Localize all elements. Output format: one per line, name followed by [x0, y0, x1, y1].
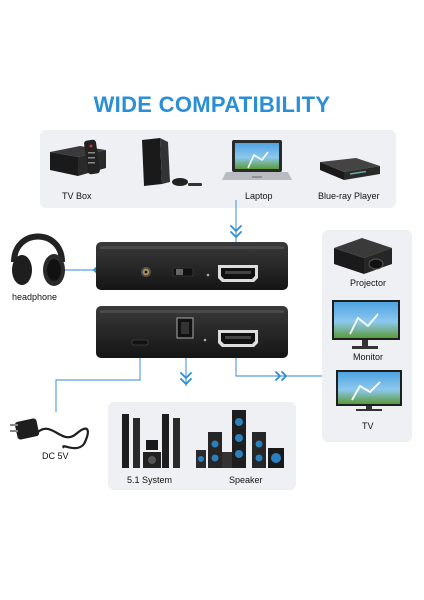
projector-icon: [334, 238, 392, 274]
surround-system-icon: [122, 414, 180, 468]
source-label-tv-box: TV Box: [62, 191, 92, 201]
power-line: [55, 352, 141, 412]
hdmi-switch-input-unit: [96, 242, 288, 290]
tv-icon: [336, 370, 402, 411]
source-label-bluray: Blue-ray Player: [318, 191, 380, 201]
hdmi-input-port-icon: [218, 265, 258, 282]
audio-jack-icon: [141, 267, 151, 277]
led-icon: [206, 273, 210, 277]
monitor-icon: [332, 300, 400, 349]
bluray-player-icon: [320, 158, 380, 180]
power-label: DC 5V: [42, 451, 69, 461]
hdmi-output-port-icon: [218, 330, 258, 347]
output-label-projector: Projector: [350, 278, 387, 288]
laptop-icon: [222, 140, 292, 180]
down-arrow-icon: [230, 225, 242, 239]
power-adapter-icon: [10, 418, 89, 450]
usb-power-port-icon: [131, 339, 149, 346]
game-console-icon: [142, 138, 202, 186]
output-label-monitor: Monitor: [353, 352, 384, 362]
headphone-icon: [11, 233, 65, 286]
source-label-laptop: Laptop: [245, 191, 273, 201]
headphone-label: headphone: [12, 292, 58, 302]
led-icon: [203, 338, 207, 342]
right-arrow-icon: [275, 371, 288, 381]
down-arrow-icon: [180, 372, 192, 386]
page-title: WIDE COMPATIBILITY: [93, 92, 331, 117]
optical-port-icon: [176, 317, 194, 339]
toggle-switch-icon: [172, 267, 194, 277]
tv-box-icon: [50, 139, 106, 176]
audio-label-5-1-system: 5.1 System: [127, 475, 173, 485]
output-label-tv: TV: [362, 421, 374, 431]
speaker-icon: [196, 410, 284, 468]
hdmi-switch-output-unit: [96, 306, 288, 358]
audio-label-speaker: Speaker: [229, 475, 263, 485]
